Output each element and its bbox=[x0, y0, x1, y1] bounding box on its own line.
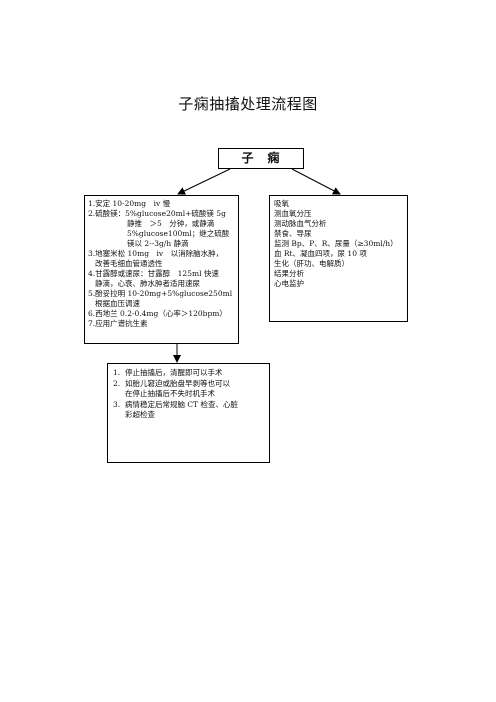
drug-line: 5.酚妥拉明 10-20mg+5%glucose250ml bbox=[88, 289, 233, 298]
monitor-line: 生化（肝功、电解质） bbox=[274, 259, 349, 268]
item-text-cont: 彩超检查 bbox=[125, 410, 155, 419]
monitor-line: 吸氧 bbox=[274, 199, 289, 208]
monitor-line: 测血氧分压 bbox=[274, 209, 312, 218]
eclampsia-box: 子 痫 bbox=[218, 148, 304, 169]
drug-line: 静推 ＞5 分钟，或静滴 bbox=[127, 219, 215, 228]
follow-up-item: 1. 停止抽搐后，清醒即可以手术 bbox=[113, 368, 266, 379]
item-number: 1. bbox=[113, 368, 121, 377]
drug-line: 6.西地兰 0.2-0.4mg（心率＞120bpm） bbox=[88, 309, 227, 318]
monitor-line: 心电监护 bbox=[274, 279, 304, 288]
drug-line: 改善毛细血管通透性 bbox=[95, 259, 163, 268]
item-text: 停止抽搐后，清醒即可以手术 bbox=[125, 368, 223, 377]
monitor-line: 血 Rt、凝血四项，尿 10 项 bbox=[274, 249, 367, 258]
monitor-line: 测动脉血气分析 bbox=[274, 219, 327, 228]
arrow-to-left-box bbox=[177, 168, 231, 195]
item-number: 2. bbox=[113, 378, 121, 388]
arrow-to-right-box bbox=[291, 168, 341, 195]
follow-up-item: 2. 如胎儿窘迫或胎盘早剥等也可以 bbox=[113, 379, 266, 390]
item-text: 如胎儿窘迫或胎盘早剥等也可以 bbox=[125, 378, 230, 388]
monitor-line: 禁食、导尿 bbox=[274, 229, 312, 238]
monitor-line: 监测 Bp、P、R、尿量（≥30ml/h） bbox=[274, 239, 398, 248]
drug-line: 静滴，心衰、肺水肿者适用速尿 bbox=[95, 279, 200, 288]
follow-up-box: 1. 停止抽搐后，清醒即可以手术 2. 如胎儿窘迫或胎盘早剥等也可以 在停止抽搐后不… bbox=[107, 363, 270, 463]
follow-up-item: 3. 病情稳定后常规脑 CT 检查、心脏 bbox=[113, 400, 266, 411]
drug-line: 5%glucose100ml；继之硫酸 bbox=[127, 229, 230, 238]
drug-line: 根据血压调速 bbox=[95, 299, 140, 308]
drug-line: 1.安定 10-20mg iv 慢 bbox=[88, 199, 171, 208]
item-text: 病情稳定后常规脑 CT 检查、心脏 bbox=[125, 399, 239, 409]
drug-treatment-box: 1.安定 10-20mg iv 慢 2.硫酸镁：5%glucose20ml+硫酸… bbox=[84, 195, 239, 344]
drug-line: 7.应用广谱抗生素 bbox=[88, 319, 148, 328]
drug-line: 4.甘露醇或速尿：甘露醇 125ml 快速 bbox=[88, 269, 219, 278]
monitoring-box: 吸氧 测血氧分压 测动脉血气分析 禁食、导尿 监测 Bp、P、R、尿量（≥30m… bbox=[269, 195, 408, 322]
item-text-cont: 在停止抽搐后不失时机手术 bbox=[125, 389, 215, 398]
page-title: 子痫抽搐处理流程图 bbox=[178, 95, 318, 113]
drug-line: 2.硫酸镁：5%glucose20ml+硫酸镁 5g bbox=[88, 209, 226, 218]
item-number: 3. bbox=[113, 399, 121, 409]
drug-line: 3.地塞米松 10mg iv 以消除脑水肿， bbox=[88, 249, 224, 258]
monitor-line: 结果分析 bbox=[274, 269, 304, 278]
drug-line: 镁以 2--3g/h 静滴 bbox=[127, 239, 189, 248]
